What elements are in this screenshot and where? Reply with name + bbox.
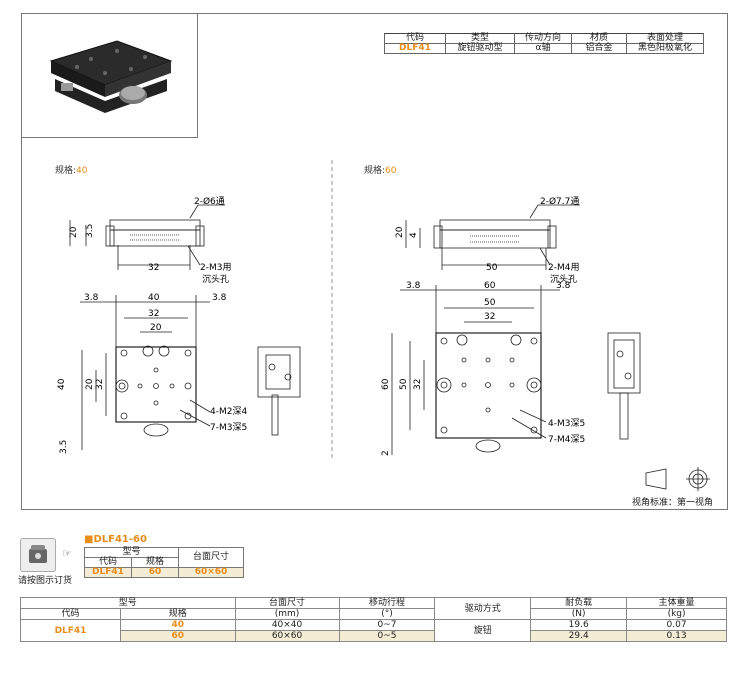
header-code: 代码 <box>384 33 446 44</box>
main-load-header: 耐负载 <box>530 597 628 609</box>
main-row1-travel: 0~7 <box>338 619 436 631</box>
main-row2-weight: 0.13 <box>626 630 727 642</box>
pointer-hand-icon: ☞ <box>62 547 72 560</box>
phone-icon <box>20 538 56 572</box>
right-dim-3-8-l: 3.8 <box>406 281 421 291</box>
header-surface: 表面处理 <box>626 33 704 44</box>
projection-symbol <box>645 467 710 491</box>
left-dim-v40: 40 <box>57 378 67 390</box>
order-hint: 请按图示订货 <box>18 576 73 586</box>
right-dim-v60: 60 <box>381 378 391 390</box>
drawing-frame <box>21 13 728 510</box>
main-spec-table: 型号 台面尺寸 移动行程 驱动方式 耐负载 主体重量 代码 规格 (mm) (°… <box>19 597 727 642</box>
left-dim-3-8-l: 3.8 <box>84 293 99 303</box>
left-dim-v32: 32 <box>95 379 105 390</box>
left-dim-40: 40 <box>148 293 160 303</box>
right-drawing: 2-Ø7.7通 20 4 50 2-M4用 沉头孔 3.8 60 3.8 50 … <box>381 196 641 456</box>
left-tap-2: 7-M3深5 <box>210 422 247 433</box>
right-dim-3-8-r: 3.8 <box>556 281 571 291</box>
right-counterbore-1: 2-M4用 <box>548 262 579 273</box>
left-dim-32b: 32 <box>148 309 159 319</box>
value-material: 铝合金 <box>571 43 627 54</box>
left-dim-32: 32 <box>148 263 159 273</box>
right-dim-height: 20 <box>395 226 405 238</box>
right-hole-callout: 2-Ø7.7通 <box>540 196 579 207</box>
order-area-header: 台面尺寸 <box>178 547 244 568</box>
main-row1-load: 19.6 <box>530 619 628 631</box>
header-type: 类型 <box>445 33 515 44</box>
right-tap-1: 4-M3深5 <box>548 418 585 429</box>
value-direction: α轴 <box>514 43 572 54</box>
right-dim-32: 32 <box>484 312 495 322</box>
main-weight-header: 主体重量 <box>626 597 727 609</box>
main-model-header: 型号 <box>20 597 236 609</box>
order-code-header: 代码 <box>84 557 132 568</box>
table-row: 60 60×60 0~5 29.4 0.13 <box>20 630 727 642</box>
main-area-unit: (mm) <box>234 608 340 620</box>
left-tap-1: 4-M2深4 <box>210 406 247 417</box>
trapezoid-icon <box>645 468 667 490</box>
right-dim-4: 4 <box>409 232 419 238</box>
right-size-label: 规格:60 <box>364 166 397 176</box>
main-drive-header: 驱动方式 <box>434 597 532 620</box>
main-row2-spec: 60 <box>120 630 236 642</box>
order-spec: 60 <box>131 567 179 578</box>
main-travel-header: 移动行程 <box>338 597 436 609</box>
order-model-header: 型号 <box>84 547 179 558</box>
projection-label: 视角标准：第一视角 <box>632 498 714 508</box>
order-table: 型号 台面尺寸 代码 规格 DLF41 60 60×60 <box>84 547 244 578</box>
order-code: DLF41 <box>84 567 132 578</box>
right-dim-60: 60 <box>484 281 496 291</box>
left-size-label: 规格:40 <box>55 166 88 176</box>
value-type: 旋钮驱动型 <box>445 43 515 54</box>
left-dim-20: 20 <box>150 323 162 333</box>
value-surface: 黑色阳极氧化 <box>626 43 704 54</box>
right-dim-v50: 50 <box>399 378 409 390</box>
right-dim-v32: 32 <box>413 379 423 390</box>
order-area: 60×60 <box>178 567 244 578</box>
left-counterbore-1: 2-M3用 <box>200 262 231 273</box>
right-dim-v2: 2 <box>381 450 391 456</box>
left-drawing: 2-Ø6通 20 3.5 32 2-M3用 沉头孔 3.8 40 3.8 32 … <box>57 196 301 454</box>
main-travel-unit: (°) <box>338 608 436 620</box>
left-dim-height: 20 <box>69 226 79 238</box>
left-dim-3-8-r: 3.8 <box>212 293 227 303</box>
right-dim-50: 50 <box>486 263 498 273</box>
product-type-table: 代码 类型 传动方向 材质 表面处理 DLF41 旋钮驱动型 α轴 铝合金 黑色… <box>384 33 704 54</box>
left-dim-3-5: 3.5 <box>85 224 95 238</box>
main-code-header: 代码 <box>19 608 122 620</box>
main-row-drive: 旋钮 <box>434 619 532 642</box>
right-dim-50b: 50 <box>484 298 496 308</box>
main-row1-area: 40×40 <box>234 619 340 631</box>
main-row1-spec: 40 <box>120 619 236 631</box>
main-spec-header: 规格 <box>120 608 236 620</box>
left-dim-v20: 20 <box>85 378 95 390</box>
order-example-code: ■DLF41-60 <box>84 534 147 545</box>
main-row2-travel: 0~5 <box>338 630 436 642</box>
right-tap-2: 7-M4深5 <box>548 434 585 445</box>
view-divider <box>331 160 333 460</box>
main-row2-load: 29.4 <box>530 630 628 642</box>
product-photo <box>49 40 173 113</box>
header-direction: 传动方向 <box>514 33 572 44</box>
left-counterbore-2: 沉头孔 <box>202 274 229 285</box>
main-load-unit: (N) <box>530 608 628 620</box>
header-material: 材质 <box>571 33 627 44</box>
value-code: DLF41 <box>384 43 446 54</box>
order-spec-header: 规格 <box>131 557 179 568</box>
main-weight-unit: (kg) <box>626 608 727 620</box>
main-area-header: 台面尺寸 <box>234 597 340 609</box>
left-dim-v3-5: 3.5 <box>59 440 69 454</box>
right-counterbore-2: 沉头孔 <box>550 274 577 285</box>
main-row-code: DLF41 <box>19 619 122 642</box>
product-photo-box <box>21 13 198 138</box>
main-row1-weight: 0.07 <box>626 619 727 631</box>
table-row: DLF41 40 40×40 0~7 旋钮 19.6 0.07 <box>19 619 727 642</box>
main-row2-area: 60×60 <box>234 630 340 642</box>
left-hole-callout: 2-Ø6通 <box>194 196 225 207</box>
